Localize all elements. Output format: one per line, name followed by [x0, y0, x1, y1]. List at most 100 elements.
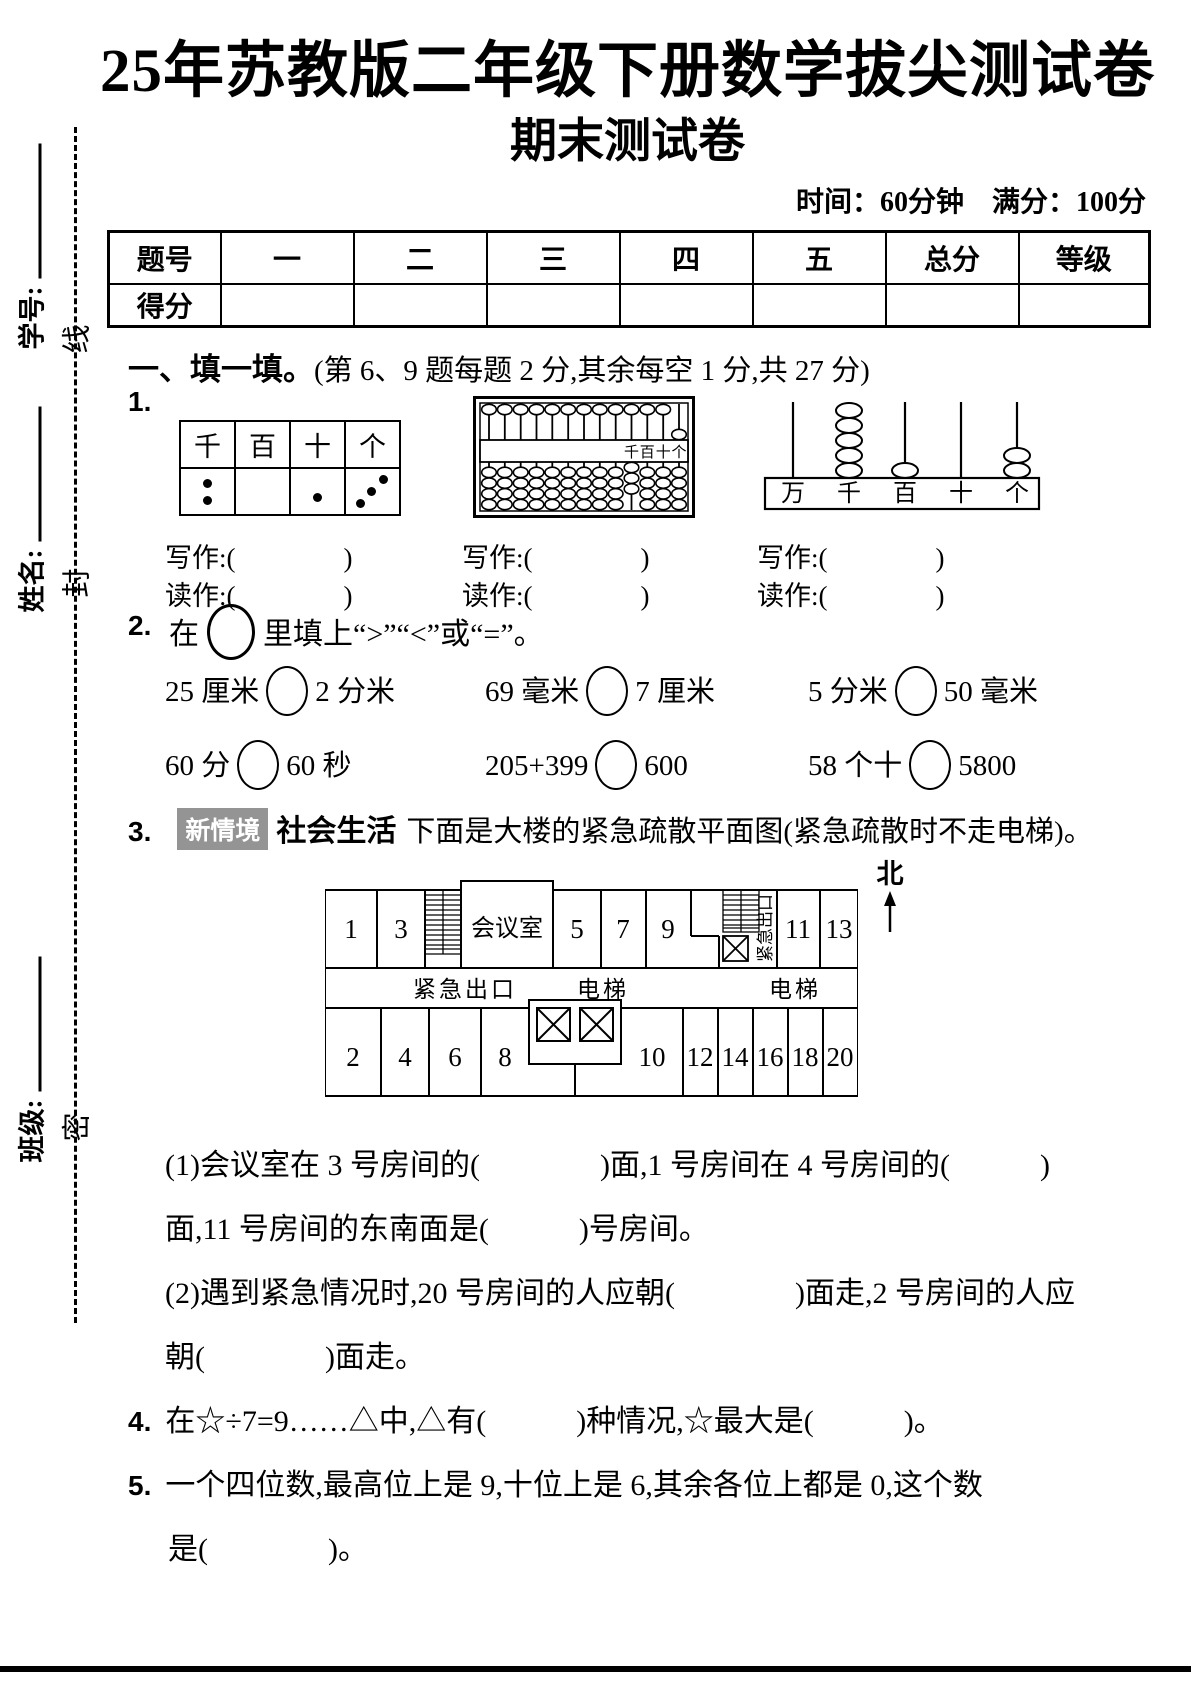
abacus-beam-label-ten: 十: [656, 444, 671, 461]
counter-label-one: 个: [1005, 480, 1029, 507]
dot: [379, 475, 388, 484]
abacus-diagram: 千 百 十 个: [473, 396, 695, 518]
room-18: 18: [792, 1042, 819, 1072]
room-16: 16: [757, 1042, 784, 1072]
corridor-labels: 紧急出口 电梯 电梯: [413, 977, 818, 1002]
class-blank-line: [34, 956, 42, 1092]
compare-left: 25 厘米: [165, 676, 260, 708]
compare-circle: [207, 604, 255, 660]
col-three: 三: [485, 230, 621, 285]
compare-circle: [894, 666, 937, 716]
section-one-heading: 一、填一填。(第 6、9 题每题 2 分,其余每空 1 分,共 27 分): [128, 344, 870, 389]
place-value-table: 千 百 十 个: [179, 420, 401, 516]
counting-device-diagram: 万 千 百 十 个: [763, 402, 1041, 511]
question-2-prompt: 在里填上“>”“<”或“=”。: [169, 604, 544, 660]
col-question-number: 题号: [107, 230, 222, 285]
col-two: 二: [352, 230, 488, 285]
category-label: 社会生活: [276, 815, 397, 848]
dot: [203, 496, 212, 505]
score-cell-empty: [485, 283, 621, 328]
room-2: 2: [346, 1042, 360, 1072]
compare-circle: [909, 740, 952, 790]
content-column: 25年苏教版二年级下册数学拔尖测试卷 期末测试卷 时间：60分钟 满分：100分…: [100, 0, 1154, 1684]
compare-right: 60 秒: [286, 750, 352, 782]
room-14: 14: [722, 1042, 750, 1072]
compare-circle: [237, 740, 280, 790]
student-id-label: 学号:: [17, 286, 48, 350]
col-four: 四: [618, 230, 754, 285]
read-blank-2: 读作:( ): [462, 581, 650, 611]
room-10: 10: [639, 1042, 666, 1072]
question-1-number: 1.: [128, 386, 152, 417]
question-5: 5. 一个四位数,最高位上是 9,十位上是 6,其余各位上都是 0,这个数: [128, 1460, 983, 1504]
pv-header-hundred: 百: [234, 420, 291, 469]
staircase-left: [425, 890, 461, 955]
compare-right: 50 毫米: [943, 676, 1039, 708]
col-grade: 等级: [1017, 230, 1151, 285]
name-label: 姓名:: [17, 549, 48, 613]
north-arrow-icon: [884, 891, 896, 932]
col-five: 五: [751, 230, 887, 285]
pv-cell-ten-dots: [289, 467, 346, 516]
dot: [367, 487, 376, 496]
exit-crossed-box-icon: [722, 935, 749, 962]
q3-sub1-line2: 面,11 号房间的东南面是( )号房间。: [165, 1213, 709, 1246]
place-value-dot-row: [179, 467, 401, 516]
dot: [313, 493, 322, 502]
abacus-beam-label-one: 个: [671, 444, 686, 461]
score-cell-empty: [1017, 283, 1151, 328]
question-4: 4.在☆÷7=9……△中,△有( )种情况,☆最大是( )。: [128, 1396, 944, 1440]
paper-subtitle: 期末测试卷: [510, 116, 745, 168]
counter-label-thousand: 千: [837, 480, 861, 507]
counter-label-tenthousand: 万: [781, 481, 805, 507]
room-9: 9: [661, 914, 675, 944]
question-5-number: 5.: [128, 1470, 152, 1501]
score-table: 题号 一 二 三 四 五 总分 等级 得分: [107, 230, 1151, 328]
exit-vertical-label: 紧急出口: [756, 894, 775, 962]
col-one: 一: [219, 230, 355, 285]
time-score-info: 时间：60分钟 满分：100分: [795, 187, 1146, 218]
room-3: 3: [394, 914, 408, 944]
score-table-score-row: 得分: [107, 283, 1151, 328]
room-13: 13: [826, 914, 853, 944]
pv-header-one: 个: [344, 420, 401, 469]
compare-right: 7 厘米: [635, 676, 716, 708]
room-12: 12: [687, 1042, 714, 1072]
floor-plan-diagram: 紧急出口 1 3 会议室 5 7 9 11 13 紧急出口 电梯 电梯: [325, 880, 858, 1097]
abacus-upper-beads: [480, 403, 688, 441]
question-5-line1: 一个四位数,最高位上是 9,十位上是 6,其余各位上都是 0,这个数: [165, 1469, 983, 1502]
room-6: 6: [448, 1042, 462, 1072]
question-5-line2: 是( )。: [168, 1533, 368, 1566]
name-blank-line: [34, 406, 42, 542]
corridor-exit-label: 紧急出口: [413, 977, 517, 1002]
pv-header-ten: 十: [289, 420, 346, 469]
question-2-number: 2.: [128, 610, 152, 641]
compare-right: 5800: [958, 750, 1017, 782]
score-cell-empty: [219, 283, 355, 328]
q3-sub2-line2: 朝( )面走。: [165, 1341, 425, 1374]
question-3-number: 3.: [128, 816, 152, 847]
col-total: 总分: [884, 230, 1020, 285]
pv-cell-thousand-dots: [179, 467, 236, 516]
seal-dashed-line: [74, 127, 77, 1323]
prompt-before: 在: [169, 618, 199, 651]
seal-char-line: 线: [61, 324, 94, 354]
room-1: 1: [344, 914, 358, 944]
score-cell-empty: [751, 283, 887, 328]
compare-left: 205+399: [485, 750, 589, 782]
meeting-room-label: 会议室: [471, 915, 543, 942]
room-7: 7: [616, 914, 630, 944]
student-id-field: 学号:: [11, 143, 50, 350]
top-room-numbers: 1 3 会议室 5 7 9 11 13: [344, 914, 852, 944]
score-table-header-row: 题号 一 二 三 四 五 总分 等级: [107, 230, 1151, 285]
seal-char-secret: 密: [61, 1112, 94, 1142]
room-11: 11: [785, 914, 811, 944]
counter-label-box: [763, 476, 1041, 511]
abacus-lower-beads: [480, 461, 688, 511]
